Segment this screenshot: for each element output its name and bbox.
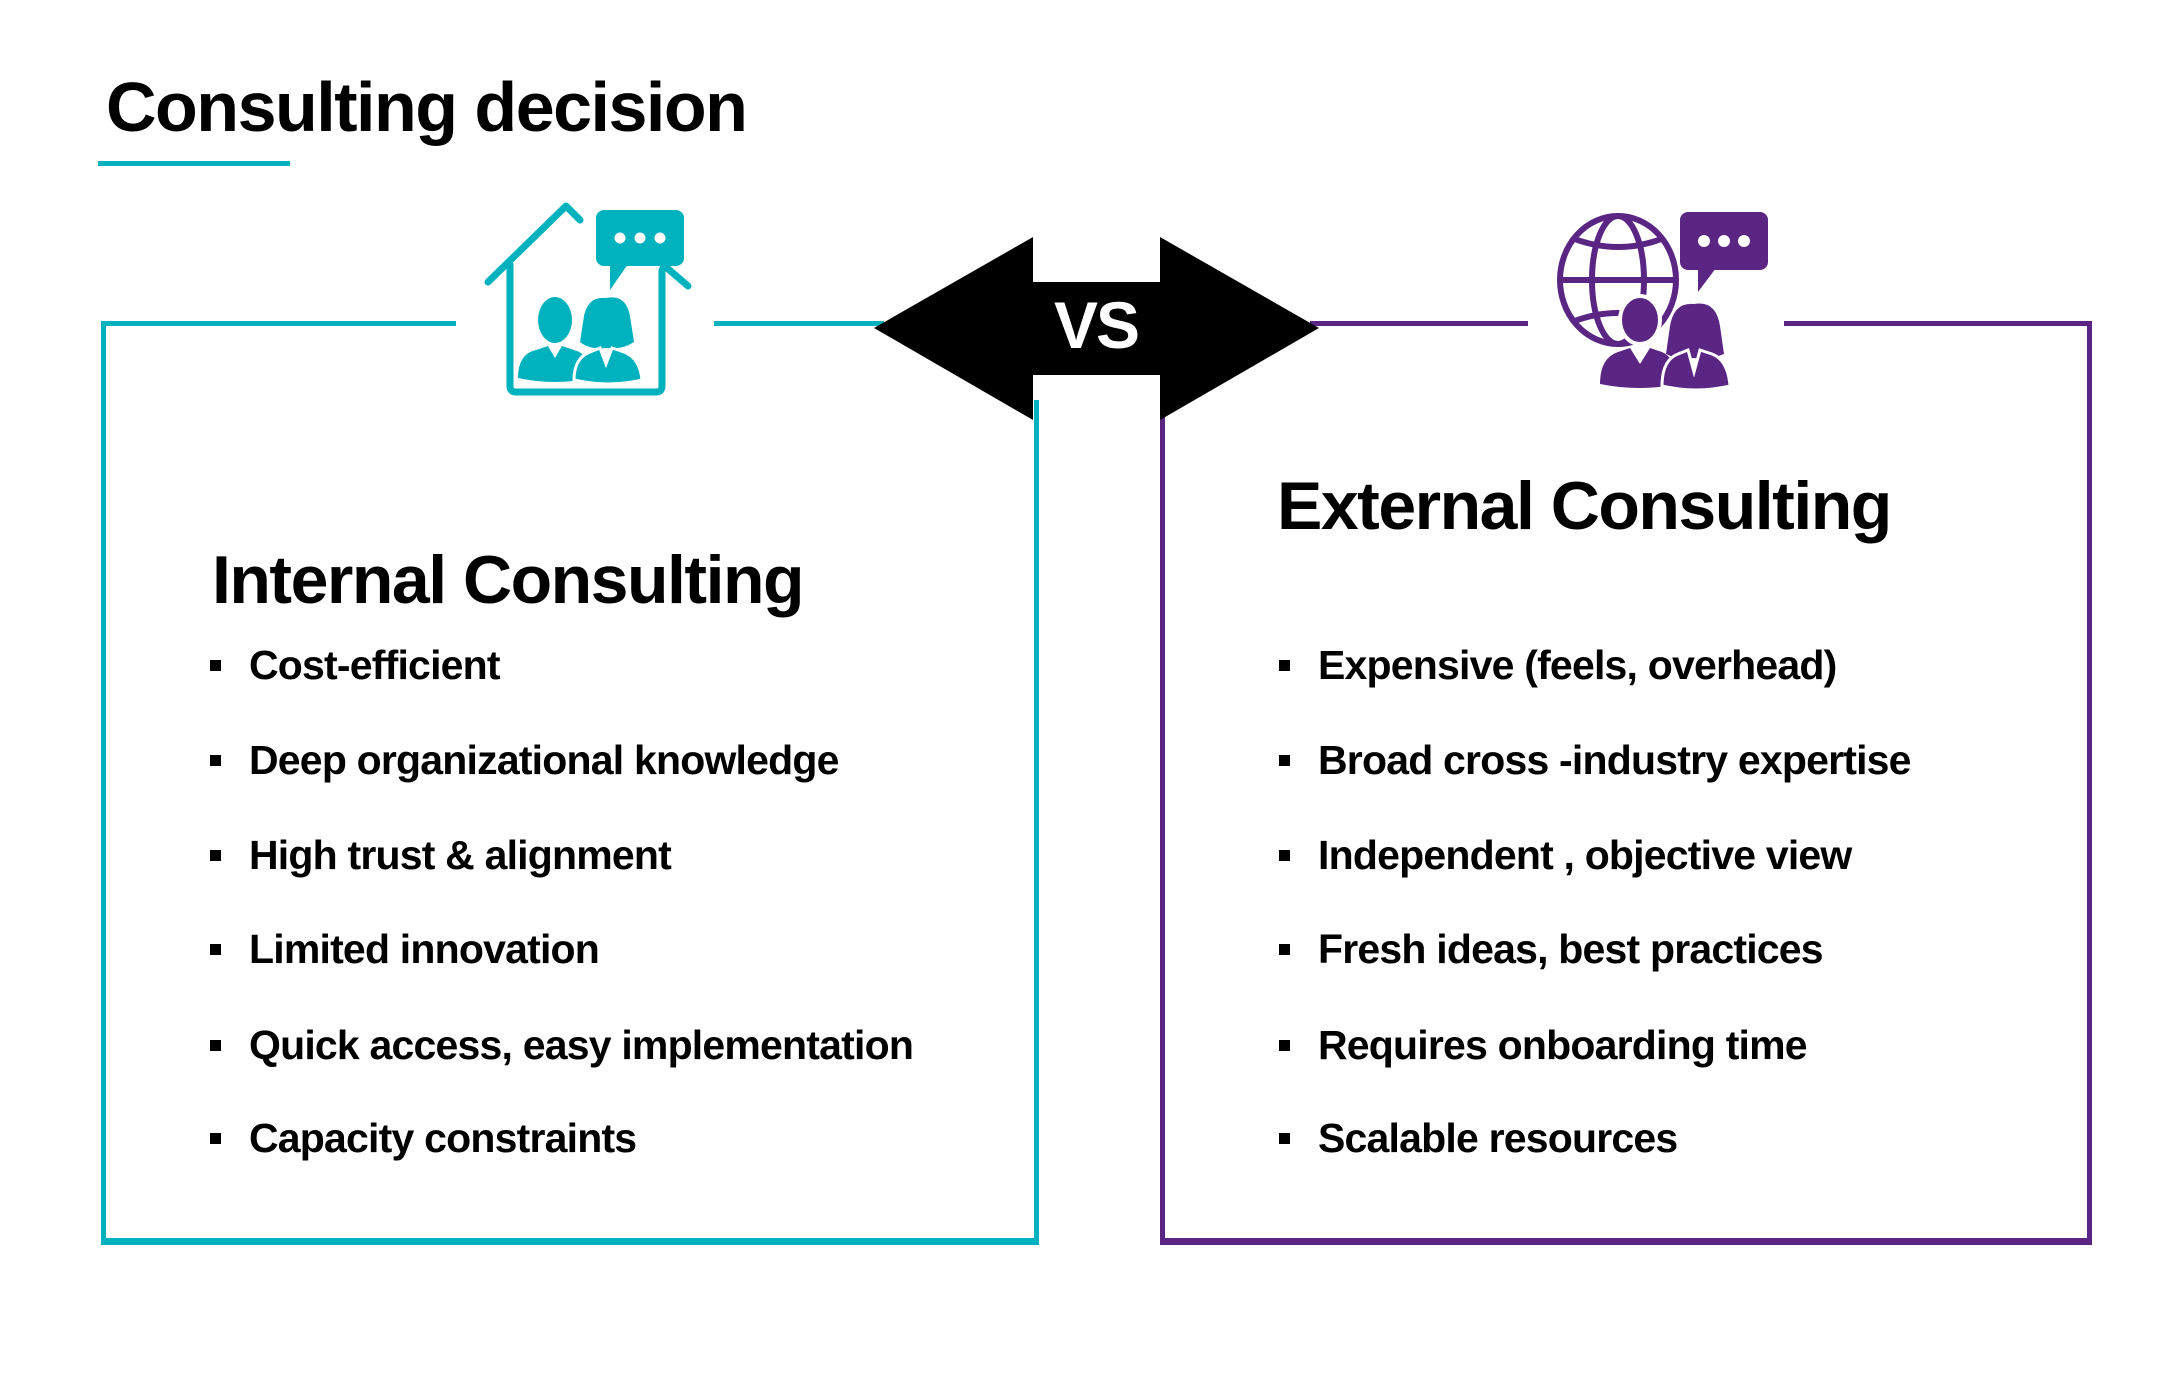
external-consulting-heading: External Consulting xyxy=(1277,468,1892,544)
title-underline xyxy=(98,161,290,166)
bullet-square-icon xyxy=(210,659,221,671)
list-item: Quick access, easy implementation xyxy=(210,1020,914,1070)
bullet-square-icon xyxy=(210,943,221,955)
list-item: Deep organizational knowledge xyxy=(210,735,839,785)
panel-border-left xyxy=(1160,400,1165,1245)
bullet-square-icon xyxy=(210,1132,221,1144)
list-item: Capacity constraints xyxy=(210,1113,637,1163)
list-item: Expensive (feels, overhead) xyxy=(1279,640,1837,690)
list-item: Scalable resources xyxy=(1279,1113,1678,1163)
panel-border-top-right xyxy=(714,321,884,326)
list-item: Broad cross -industry expertise xyxy=(1279,735,1911,785)
house-with-consultants-icon xyxy=(484,202,692,396)
bullet-square-icon xyxy=(210,849,221,861)
page-title: Consulting decision xyxy=(106,68,748,146)
list-item: Cost-efficient xyxy=(210,640,501,690)
panel-border-top-right xyxy=(1784,321,2092,326)
list-item: Fresh ideas, best practices xyxy=(1279,924,1824,974)
internal-consulting-heading: Internal Consulting xyxy=(212,542,805,618)
panel-border-right xyxy=(1034,400,1039,1245)
list-item: Independent , objective view xyxy=(1279,830,1852,880)
list-item: Limited innovation xyxy=(210,924,600,974)
bullet-square-icon xyxy=(1279,754,1290,766)
bullet-square-icon xyxy=(1279,659,1290,671)
panel-border-bottom xyxy=(101,1238,1039,1245)
panel-border-right xyxy=(2087,321,2092,1245)
bullet-square-icon xyxy=(1279,849,1290,861)
bullet-square-icon xyxy=(210,754,221,766)
bullet-square-icon xyxy=(210,1039,221,1051)
panel-border-bottom xyxy=(1160,1238,2092,1245)
panel-border-top-left xyxy=(101,321,456,326)
panel-border-left xyxy=(101,321,106,1245)
bullet-square-icon xyxy=(1279,943,1290,955)
bullet-square-icon xyxy=(1279,1039,1290,1051)
list-item: High trust & alignment xyxy=(210,830,672,880)
globe-with-consultants-icon xyxy=(1557,212,1768,390)
list-item: Requires onboarding time xyxy=(1279,1020,1808,1070)
vs-label: VS xyxy=(1053,288,1140,362)
panel-border-top-left xyxy=(1310,321,1528,326)
bullet-square-icon xyxy=(1279,1132,1290,1144)
